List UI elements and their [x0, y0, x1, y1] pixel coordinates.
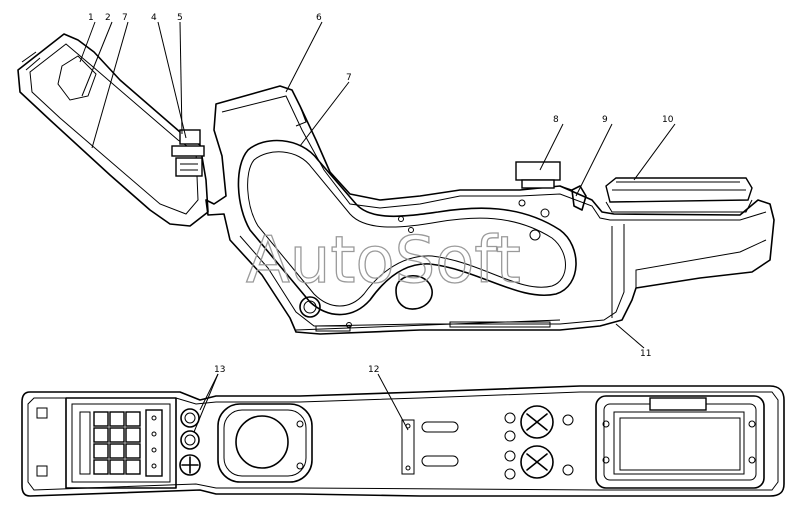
- callout-9: 9: [602, 115, 608, 125]
- body-slot: [237, 139, 577, 316]
- side-view: [17, 33, 775, 335]
- callout-6: 6: [316, 13, 322, 23]
- lid-part-10: [605, 177, 753, 213]
- switch-group: [179, 408, 201, 476]
- plan-view: [21, 385, 785, 497]
- callout-8: 8: [553, 115, 559, 125]
- cup-holder: [217, 403, 313, 483]
- callout-11: 11: [640, 349, 651, 359]
- callout-4: 4: [151, 13, 157, 23]
- callout-7a: 7: [122, 13, 128, 23]
- slot-group: [401, 419, 459, 475]
- fuse-panel: [65, 397, 177, 489]
- leader-lines: [79, 21, 676, 433]
- callout-7b: 7: [346, 73, 352, 83]
- box-part-8: [515, 161, 561, 189]
- callout-5: 5: [177, 13, 183, 23]
- callout-2: 2: [105, 13, 111, 23]
- hole: [299, 296, 321, 318]
- switch-assembly: [171, 129, 205, 177]
- callout-1: 1: [88, 13, 94, 23]
- callout-labels: 1 2 7 4 5 6 7 8 9 10 11 12 13: [88, 13, 674, 375]
- callout-12: 12: [368, 365, 379, 375]
- storage-box: [595, 395, 765, 489]
- watermark-text: AutoSoft: [246, 224, 521, 298]
- plan-outline: [21, 385, 785, 497]
- callout-13: 13: [214, 365, 225, 375]
- dial-group: [504, 405, 574, 480]
- callout-10: 10: [662, 115, 674, 125]
